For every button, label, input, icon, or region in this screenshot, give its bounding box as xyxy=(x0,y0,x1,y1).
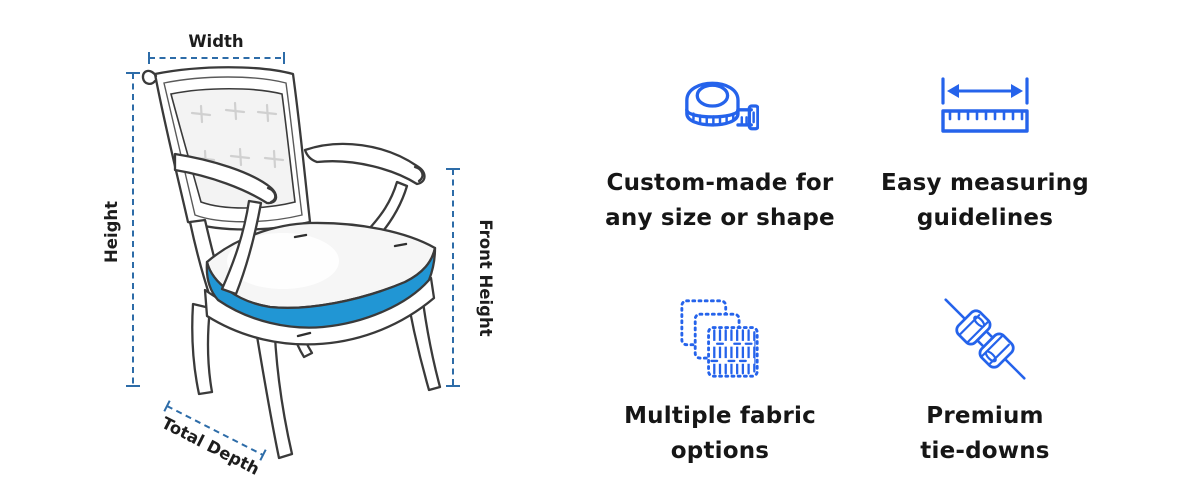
feature-title: Multiple fabric options xyxy=(624,403,816,464)
total-depth-dimension-line xyxy=(166,405,264,456)
chair-seat-cushion xyxy=(205,221,437,329)
feature-fabric-options: Multiple fabric options xyxy=(585,291,855,469)
tufting-marks xyxy=(190,101,285,169)
feature-easy-measuring: Easy measuring guidelines xyxy=(855,58,1115,236)
feature-grid: Custom-made for any size or shape Easy m… xyxy=(585,58,1125,469)
feature-custom-made: Custom-made for any size or shape xyxy=(585,58,855,236)
front-height-label: Front Height xyxy=(476,219,495,336)
tape-measure-icon xyxy=(685,81,759,130)
feature-tie-downs: Premium tie-downs xyxy=(855,291,1115,469)
chair-line-art: Width Height Front Height Total Depth xyxy=(102,32,495,479)
feature-title: Easy measuring guidelines xyxy=(881,170,1089,231)
chair-right-arm xyxy=(303,142,426,238)
width-label: Width xyxy=(188,32,243,51)
height-label: Height xyxy=(102,201,121,263)
tie-down-buckle-icon xyxy=(944,297,1026,380)
ruler-icon xyxy=(941,76,1029,133)
chair-left-arm xyxy=(173,152,278,296)
feature-title: Premium tie-downs xyxy=(920,403,1050,464)
fabric-swatches-icon xyxy=(680,298,759,378)
chair-backrest xyxy=(141,66,312,231)
chair-measurement-diagram: Width Height Front Height Total Depth xyxy=(55,10,525,490)
feature-title: Custom-made for any size or shape xyxy=(605,170,835,231)
